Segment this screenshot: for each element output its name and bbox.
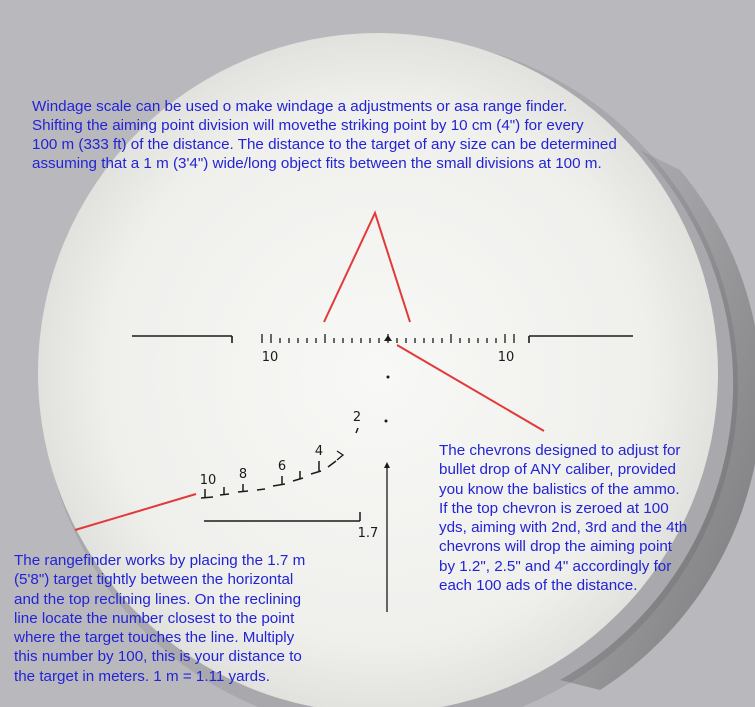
chevrons-note-line: If the top chevron is zeroed at 100 (439, 499, 669, 517)
chevrons-note-line: bullet drop of ANY caliber, provided (439, 461, 676, 479)
chevrons-note-line: you know the balistics of the ammo. (439, 480, 680, 498)
rangefinder-note-line: where the target touches the line. Multi… (14, 629, 295, 647)
chevrons-note-line: The chevrons designed to adjust for (439, 442, 681, 459)
windage-scale (132, 335, 633, 343)
rangefinder-note-line: the target in meters. 1 m = 1.11 yards. (14, 667, 270, 685)
rangefinder-number-4: 4 (315, 444, 323, 459)
reclining-end-hook (336, 450, 345, 461)
scope-field (38, 33, 718, 707)
windage-pointer (323, 210, 411, 323)
chevrons-note-line: chevrons will drop the aiming point (439, 538, 672, 556)
reclining-seg-8 (327, 460, 337, 468)
top-chevron (384, 335, 392, 341)
windage-note-line: Shifting the aiming point division will … (32, 117, 584, 134)
pointer-lines (74, 210, 545, 531)
scope-edge-shadow (560, 150, 755, 690)
rangefinder (200, 460, 361, 522)
chevron-column (355, 335, 392, 434)
rangefinder-note: The rangefinder works by placing the 1.7… (14, 551, 305, 686)
windage-note-line: assuming that a 1 m (3'4") wide/long obj… (32, 155, 602, 172)
vertical-post-tip (384, 462, 390, 468)
chevrons-note-line: by 1.2", 2.5" and 4" accordingly for (439, 557, 672, 575)
chevrons-note: The chevrons designed to adjust for bull… (439, 441, 687, 595)
windage-note: Windage scale can be used o make windage… (32, 97, 617, 173)
chevrons-note-line: yds, aiming with 2nd, 3rd and the 4th (439, 519, 688, 537)
rangefinder-note-line: The rangefinder works by placing the 1.7… (14, 552, 306, 569)
windage-note-line: 100 m (333 ft) of the distance. The dist… (32, 136, 617, 153)
chevron-dot-2 (384, 419, 388, 423)
rangefinder-number-8: 8 (239, 467, 247, 482)
rangefinder-pointer (74, 493, 197, 531)
chevron-dot-1 (386, 375, 390, 379)
chevron-mark-2 (355, 427, 359, 434)
rangefinder-base-label: 1.7 (358, 526, 379, 541)
chevron-label: 2 (353, 410, 361, 425)
windage-note-line: Windage scale can be used o make windage… (32, 98, 568, 115)
reclining-seg-6 (292, 477, 304, 482)
rangefinder-number-6: 6 (278, 459, 286, 474)
reclining-seg-1 (200, 496, 214, 499)
rangefinder-note-line: (5'8") target tightly between the horizo… (14, 571, 294, 589)
rangefinder-note-line: this number by 100, this is your distanc… (14, 648, 302, 666)
chevron-pointer (396, 344, 545, 432)
scale-label-left: 10 (262, 350, 279, 365)
reclining-seg-5 (272, 483, 286, 487)
scale-label-right: 10 (498, 350, 515, 365)
reclining-seg-7 (310, 470, 322, 475)
rangefinder-number-10: 10 (200, 473, 217, 488)
chevrons-note-line: each 100 ads of the distance. (439, 577, 638, 595)
reclining-ticks (204, 461, 320, 498)
reclining-seg-4 (256, 488, 266, 491)
rangefinder-note-line: line locate the number closest to the po… (14, 609, 295, 627)
rangefinder-note-line: and the top reclining lines. On the recl… (14, 590, 302, 608)
